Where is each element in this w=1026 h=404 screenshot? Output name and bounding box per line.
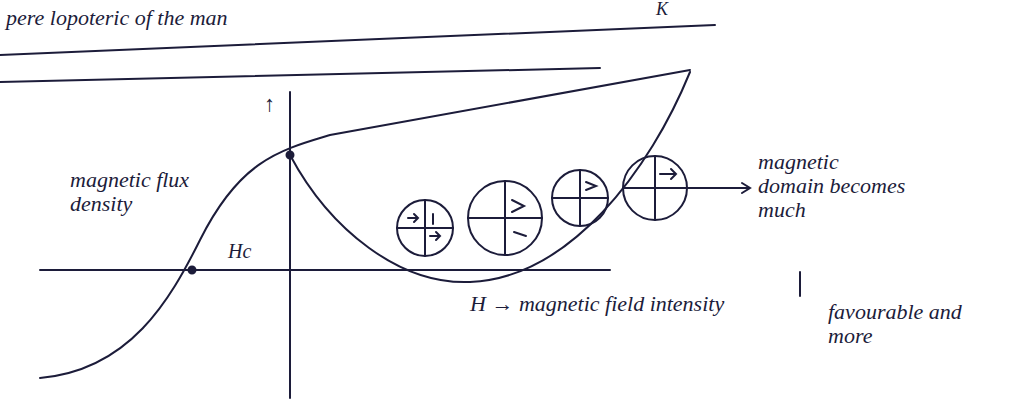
hysteresis-branch — [40, 70, 690, 378]
leader-arrow — [688, 183, 750, 193]
axis-arrow: ↑ — [264, 92, 275, 116]
domain-circle — [552, 170, 608, 226]
axis-label: magnetic flux density — [70, 168, 240, 216]
heading-rule — [0, 68, 600, 82]
domain-circle — [468, 181, 542, 255]
hysteresis-branch — [290, 72, 690, 282]
domain-note: favourable and more — [828, 300, 978, 348]
point-label: Hc — [228, 240, 251, 262]
stroke-mark — [799, 272, 801, 296]
axis-label: H → magnetic field intensity — [470, 292, 724, 316]
heading-text: pere lopoteric of the man — [6, 6, 228, 30]
domain-circle — [623, 156, 687, 220]
domain-note: magnetic domain becomes much — [758, 150, 908, 223]
domain-circle — [397, 200, 453, 256]
flux-axis — [289, 92, 291, 398]
curve-point — [189, 267, 196, 274]
corner-mark: K — [656, 0, 668, 20]
curve-point — [287, 152, 294, 159]
